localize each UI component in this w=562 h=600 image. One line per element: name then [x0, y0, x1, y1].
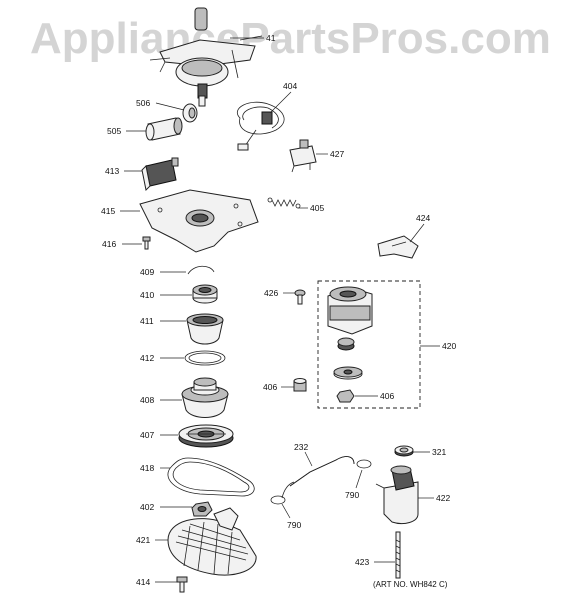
callout-426: 426 [264, 288, 278, 298]
part-424-bracket[interactable] [377, 235, 419, 259]
leader-line-232 [304, 451, 313, 467]
callout-408: 408 [140, 395, 154, 405]
callout-416: 416 [102, 239, 116, 249]
callout-404: 404 [283, 81, 297, 91]
callout-505: 505 [107, 126, 121, 136]
part-405-spring[interactable] [267, 197, 301, 209]
callout-421: 421 [136, 535, 150, 545]
leader-line-790-lower [281, 503, 291, 519]
callout-409: 409 [140, 267, 154, 277]
part-411-cup[interactable] [186, 313, 224, 345]
part-416-screw[interactable] [142, 236, 151, 250]
callout-412: 412 [140, 353, 154, 363]
part-415-mounting-plate[interactable] [139, 189, 259, 253]
part-410-bushing[interactable] [192, 284, 218, 304]
callout-413: 413 [105, 166, 119, 176]
leader-line-790-upper [355, 469, 363, 489]
part-421-basket-guard[interactable] [167, 507, 257, 576]
part-505-capacitor[interactable] [145, 117, 183, 141]
callout-415: 415 [101, 206, 115, 216]
watermark-text: AppliancePartsPros.com [30, 14, 551, 63]
part-406-nut-left[interactable] [293, 378, 307, 392]
part-414-screw[interactable] [176, 576, 188, 593]
part-409-clip[interactable] [187, 265, 215, 275]
part-407-pulley[interactable] [178, 424, 234, 448]
callout-41: 41 [266, 33, 276, 43]
part-412-seal-ring[interactable] [184, 350, 226, 366]
part-427-switch[interactable] [289, 139, 317, 173]
part-402-nut[interactable] [191, 501, 213, 517]
callout-790-lower: 790 [287, 520, 301, 530]
part-426-plug[interactable] [294, 289, 306, 305]
part-321-cap[interactable] [394, 445, 414, 457]
part-422-pump[interactable] [375, 465, 419, 525]
callout-790-upper: 790 [345, 490, 359, 500]
part-406-nut-inside[interactable] [336, 389, 355, 403]
callout-414: 414 [136, 577, 150, 587]
part-408-housing[interactable] [181, 377, 229, 418]
part-232-hose[interactable] [281, 456, 355, 499]
callout-405: 405 [310, 203, 324, 213]
callout-423: 423 [355, 557, 369, 567]
part-423-stud[interactable] [395, 531, 401, 579]
callout-402: 402 [140, 502, 154, 512]
part-41-actuator-assembly[interactable] [149, 7, 263, 107]
callout-424: 424 [416, 213, 430, 223]
leader-line-506 [155, 102, 185, 111]
assembly-420-dashed-boundary [317, 280, 421, 409]
part-418-belt[interactable] [167, 457, 255, 497]
callout-407: 407 [140, 430, 154, 440]
part-790-clamp-upper[interactable] [356, 459, 372, 469]
callout-411: 411 [140, 316, 154, 326]
callout-506: 506 [136, 98, 150, 108]
leader-line-424 [409, 223, 425, 243]
callout-232: 232 [294, 442, 308, 452]
part-413-transformer[interactable] [141, 157, 179, 192]
callout-420: 420 [442, 341, 456, 351]
callout-427: 427 [330, 149, 344, 159]
callout-321: 321 [432, 447, 446, 457]
callout-410: 410 [140, 290, 154, 300]
callout-406-left: 406 [263, 382, 277, 392]
part-404-wire-harness[interactable] [237, 101, 285, 151]
part-506-cap[interactable] [182, 103, 198, 123]
leader-line-404 [269, 91, 292, 114]
callout-406-inside: 406 [380, 391, 394, 401]
part-790-clamp-lower[interactable] [270, 495, 286, 505]
part-420-motor[interactable] [327, 286, 373, 380]
callout-422: 422 [436, 493, 450, 503]
art-number-label: (ART NO. WH842 C) [373, 580, 448, 589]
callout-418: 418 [140, 463, 154, 473]
